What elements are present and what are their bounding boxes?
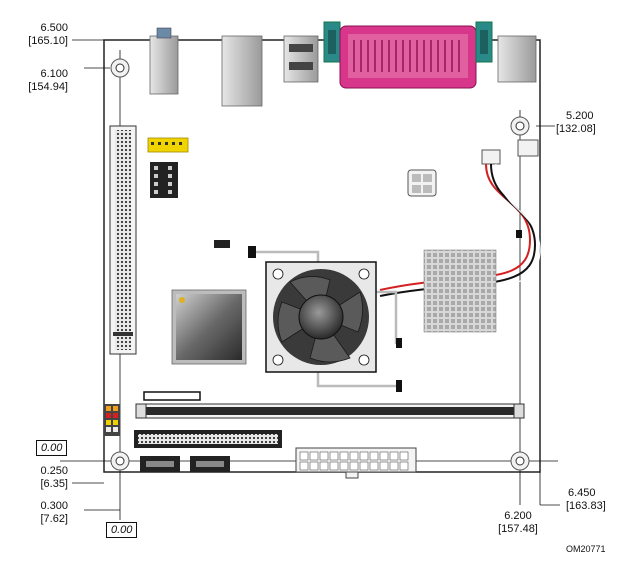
dim-left-hole-mm: [154.94] (28, 81, 68, 93)
dim-left-hole-inches: 6.100 (40, 68, 68, 80)
mounting-hole-top-left (110, 58, 130, 78)
pci-slot (109, 125, 137, 355)
cpu-fan (265, 261, 377, 373)
small-header (214, 240, 230, 248)
dim-bottom-right-mm: [163.83] (566, 500, 606, 512)
parallel-port (339, 25, 477, 89)
dim-bottom-left2-mm: [7.62] (40, 513, 68, 525)
figure-code: OM20771 (566, 544, 606, 554)
aux-power-connector (407, 169, 437, 197)
dim-top-mm: [165.10] (28, 35, 68, 47)
dim-bottom-right2-mm: [157.48] (498, 523, 538, 535)
chipset (171, 289, 247, 365)
dim-right-hole-inches: 5.200 (566, 110, 594, 122)
lan-port (221, 35, 263, 107)
origin-y-label: 0.00 (36, 440, 68, 456)
atx-power-connector (295, 447, 417, 479)
dim-bottom-left2-inches: 0.300 (40, 500, 68, 512)
dimm-slot (135, 403, 525, 419)
heatsink (423, 249, 497, 333)
dim-bottom-right-inches: 6.450 (568, 487, 596, 499)
mounting-hole-bottom-right (510, 451, 530, 471)
sata-connector-2 (190, 456, 230, 472)
video-port (497, 35, 537, 83)
origin-x-label: 0.00 (106, 522, 138, 538)
clip-anchors (248, 230, 522, 392)
front-usb-header (143, 391, 201, 401)
jumper-block-yellow (147, 137, 189, 153)
fan-header-left (481, 149, 501, 165)
dim-bottom-left-mm: [6.35] (40, 478, 68, 490)
front-panel-led-header (104, 404, 120, 436)
usb-port-stack (283, 35, 319, 83)
mounting-hole-bottom-left (110, 451, 130, 471)
serial-port-left (323, 21, 341, 63)
dim-top-inches: 6.500 (40, 22, 68, 34)
dim-bottom-right2-inches: 6.200 (504, 510, 532, 522)
mounting-hole-top-right (510, 116, 530, 136)
ide-connector (134, 430, 282, 448)
front-panel-header (150, 162, 178, 198)
dim-right-hole-mm: [132.08] (556, 123, 596, 135)
serial-port-right (475, 21, 493, 63)
dim-bottom-left-inches: 0.250 (40, 465, 68, 477)
audio-jack-connector (149, 27, 179, 95)
sata-connector-1 (140, 456, 180, 472)
fan-header-right (517, 139, 539, 157)
